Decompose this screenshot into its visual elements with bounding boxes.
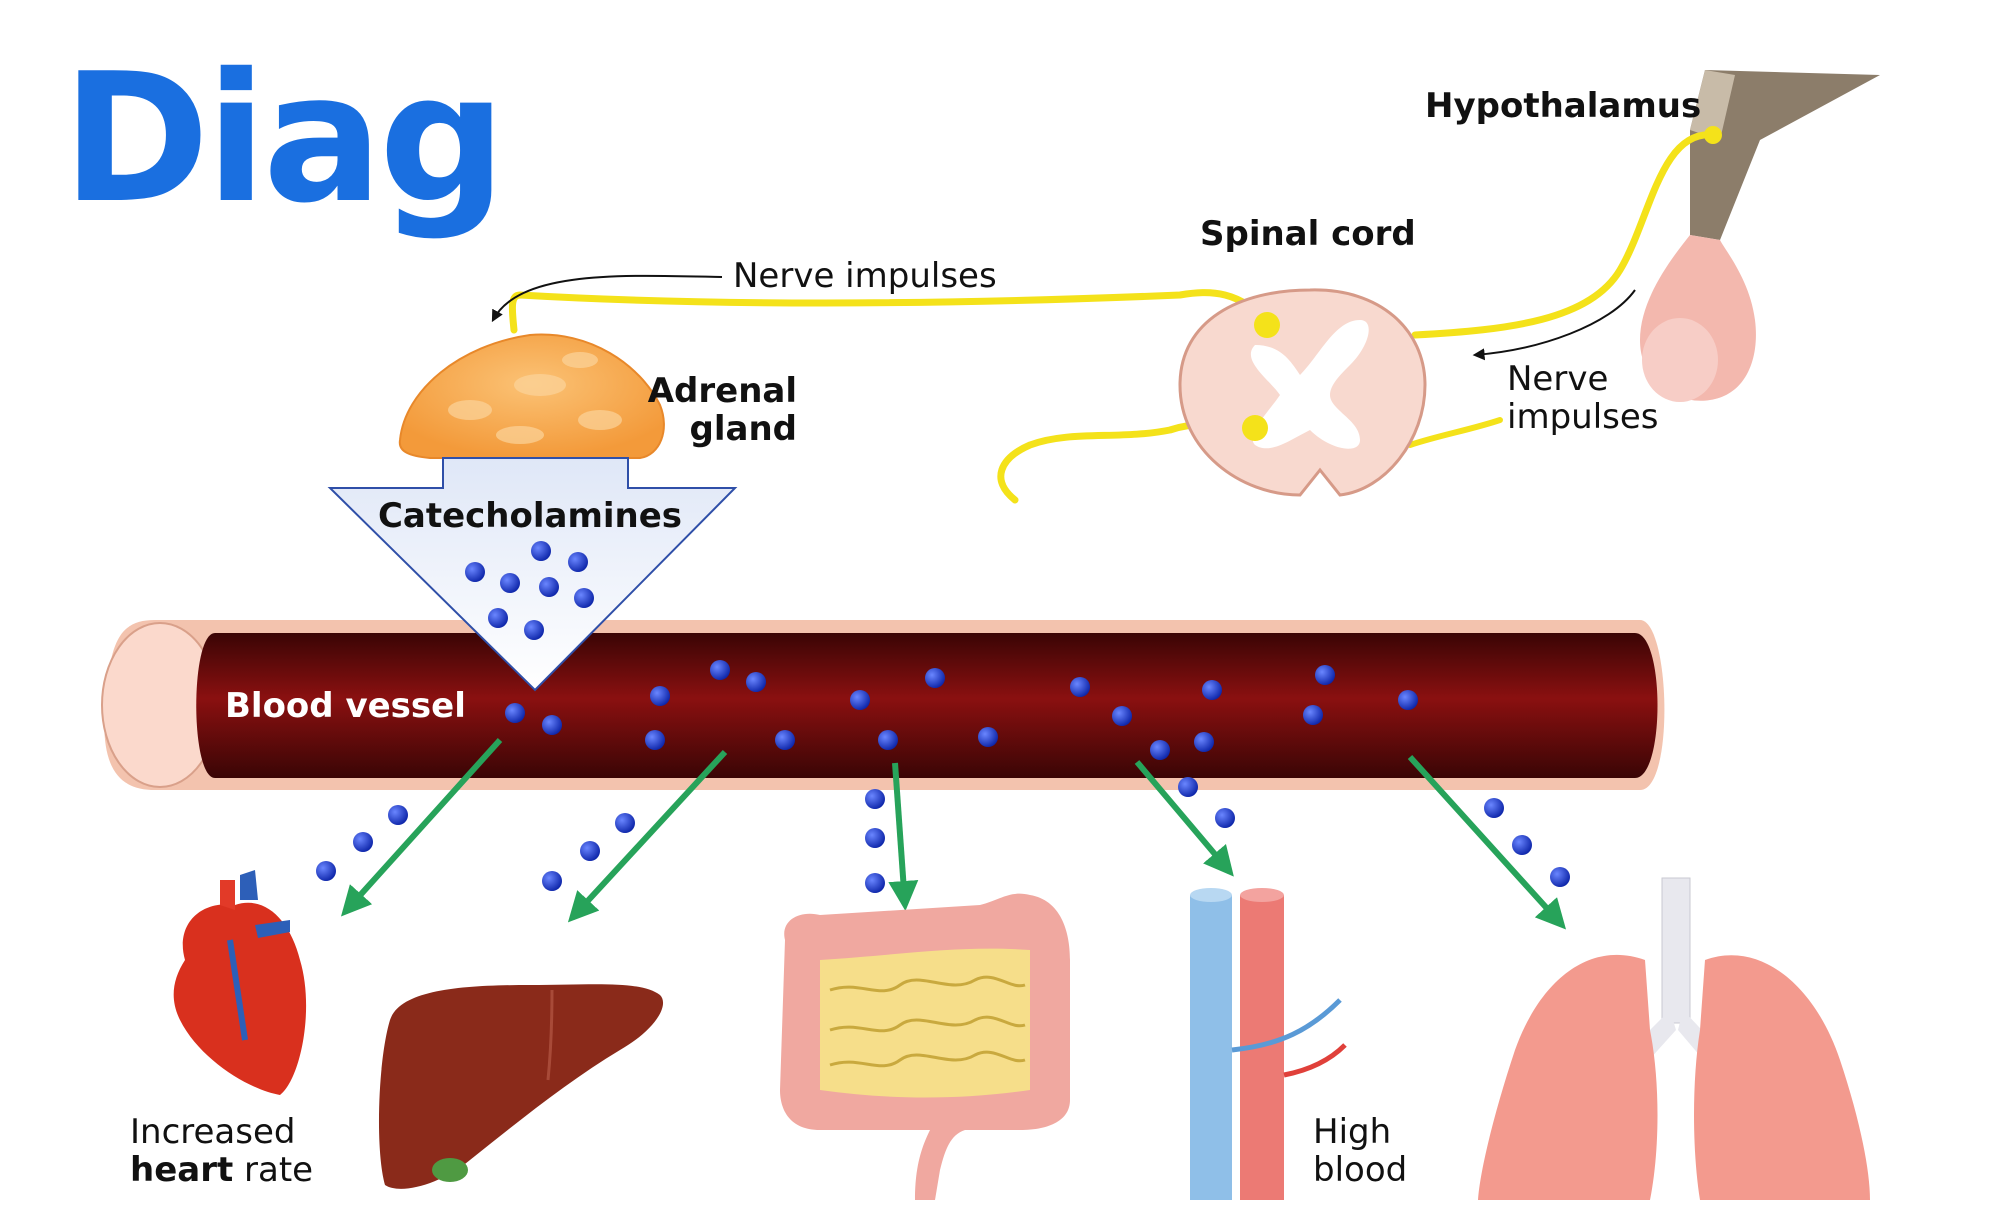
bp-label-3: pressure bbox=[1313, 1188, 1460, 1200]
heart-label-rest: rate bbox=[233, 1150, 313, 1190]
hypothalamus-icon bbox=[1640, 70, 1880, 402]
blood-vessel-label: Blood vessel bbox=[225, 686, 466, 726]
adrenal-label-1: Adrenal bbox=[648, 371, 797, 411]
nerve-impulse-arrow-top bbox=[491, 274, 723, 323]
nerve-impulses-right-label-2: impulses bbox=[1507, 397, 1659, 437]
adrenal-gland-icon bbox=[398, 333, 665, 459]
spinal-cord-label: Spinal cord bbox=[1200, 214, 1416, 254]
hormone-target-arrows bbox=[340, 737, 1567, 930]
hypothalamus-label: Hypothalamus bbox=[1425, 86, 1701, 126]
vessels-icon bbox=[1190, 888, 1347, 1200]
nerve-impulse-arrow-right bbox=[1472, 289, 1636, 361]
adrenal-label-2: gland bbox=[690, 409, 797, 449]
heart-label-bold: heart bbox=[130, 1150, 233, 1190]
lungs-icon bbox=[1478, 877, 1870, 1200]
intestine-icon bbox=[780, 893, 1070, 1200]
logo-text: Diag bbox=[62, 35, 502, 242]
catecholamines-funnel bbox=[327, 457, 738, 692]
heart-label-1: Increased bbox=[130, 1112, 295, 1152]
catecholamines-label: Catecholamines bbox=[378, 496, 682, 536]
liver-icon bbox=[378, 984, 664, 1189]
brand-logo[interactable]: Diag bbox=[62, 35, 506, 242]
bp-label-2: blood bbox=[1313, 1150, 1407, 1190]
heart-icon bbox=[173, 870, 307, 1095]
bp-label-1: High bbox=[1313, 1112, 1391, 1152]
spinal-cord-icon bbox=[1178, 288, 1427, 497]
nerve-impulses-right-label-1: Nerve bbox=[1507, 359, 1608, 399]
heart-label-2: heart rate bbox=[130, 1150, 313, 1190]
hypothalamus-neuron bbox=[1704, 126, 1722, 144]
nerve-impulses-top-label: Nerve impulses bbox=[733, 256, 997, 296]
catecholamine-molecules bbox=[316, 541, 1570, 893]
